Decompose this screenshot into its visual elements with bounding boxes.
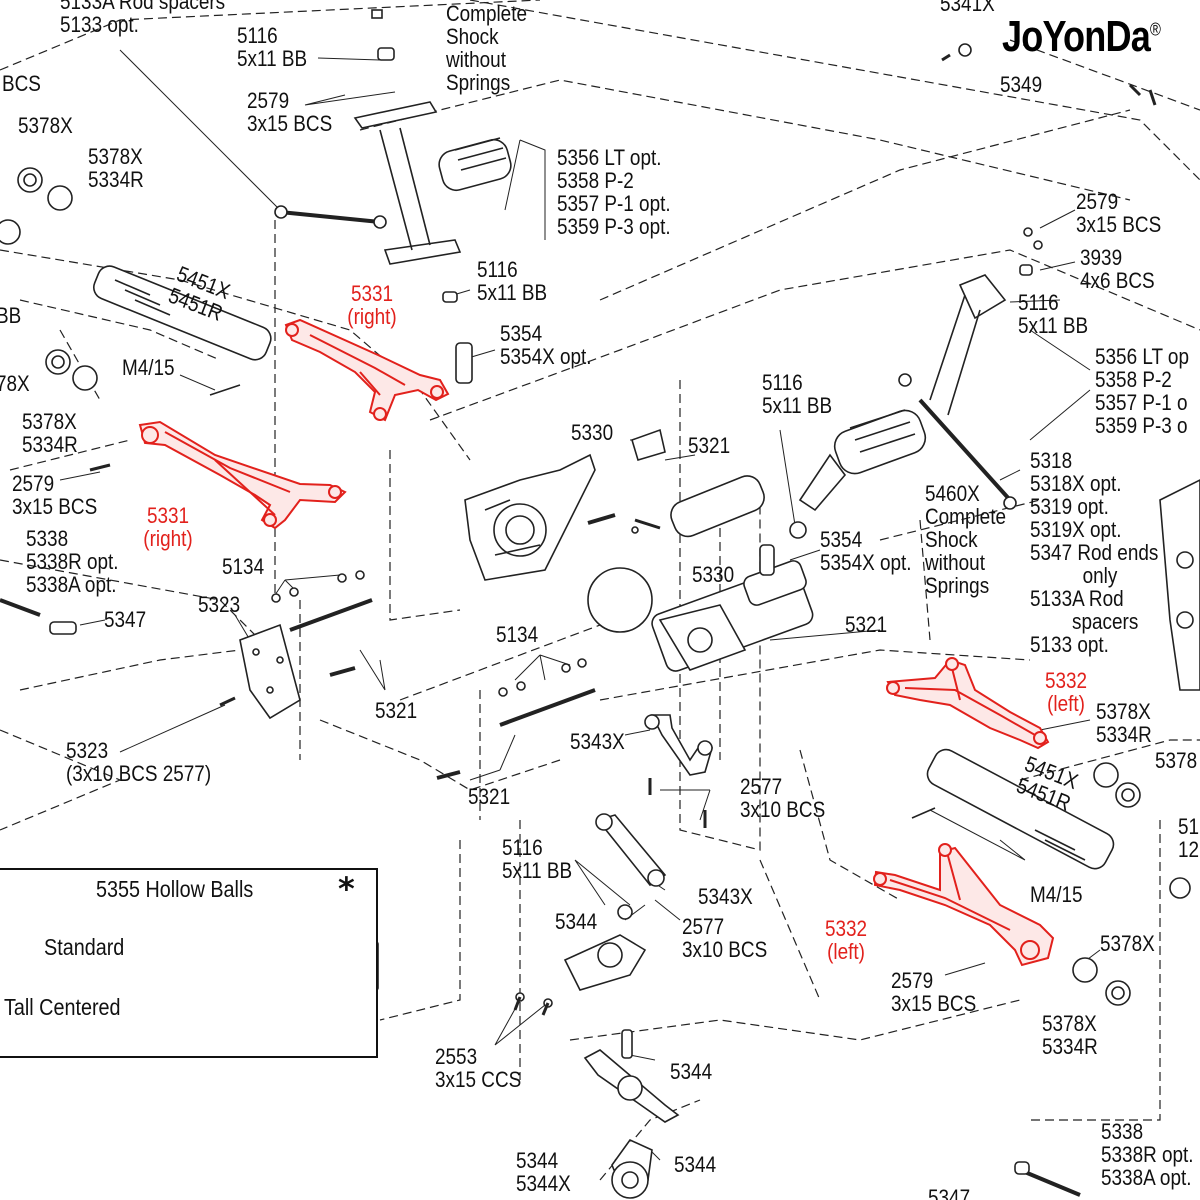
- label-5116-center: 5116 5x11 BB: [477, 257, 548, 305]
- label-m4-15-left: M4/15: [122, 355, 175, 380]
- label-5330-top: 5330: [571, 420, 614, 445]
- label-5378x-5334r-bottom: 5378X 5334R: [1042, 1011, 1098, 1059]
- legend-title: 5355 Hollow Balls: [96, 876, 254, 902]
- label-5133a-rod-spacers: 5133A Rod spacers 5133 opt.: [60, 0, 226, 37]
- label-51-12-edge: 51 12: [1178, 814, 1200, 862]
- label-m4-15-right: M4/15: [1030, 882, 1083, 907]
- legend-item-standard: Standard: [44, 934, 125, 960]
- legend-asterisk: *: [338, 870, 355, 908]
- label-5116-mid-right: 5116 5x11 BB: [762, 370, 833, 418]
- hollow-balls-legend: [0, 868, 378, 1058]
- label-2579-top: 2579 3x15 BCS: [247, 88, 333, 136]
- label-5331-right-lower: 5331 (right): [143, 503, 193, 551]
- label-5460x-complete-shock: 5460X Complete Shock without Springs: [925, 481, 1006, 598]
- label-2577-bottom: 2577 3x10 BCS: [682, 914, 768, 962]
- label-bb-edge: BB: [0, 303, 22, 328]
- label-5343x-center: 5343X: [570, 729, 625, 754]
- label-5116-bearing: 5116 5x11 BB: [237, 23, 308, 71]
- label-5331-right-upper: 5331 (right): [347, 281, 397, 329]
- highlighted-suspension-arms: [138, 318, 1055, 967]
- label-5323-screws: 5323 (3x10 BCS 2577): [66, 738, 212, 786]
- label-5338-right: 5338 5338R opt. 5338A opt.: [1101, 1119, 1194, 1190]
- label-5378-edge: 5378: [1155, 748, 1198, 773]
- label-5338-left: 5338 5338R opt. 5338A opt.: [26, 526, 119, 597]
- label-5378x-5334r-top-left: 5378X 5334R: [88, 144, 144, 192]
- label-5134-left: 5134: [222, 554, 265, 579]
- label-5378x-top-left: 5378X: [18, 113, 73, 138]
- label-5116-bottom: 5116 5x11 BB: [502, 835, 573, 883]
- label-5344-middle: 5344: [670, 1059, 713, 1084]
- label-5343x-bottom: 5343X: [698, 884, 753, 909]
- label-bcs-edge: BCS: [2, 71, 41, 96]
- label-5116-right: 5116 5x11 BB: [1018, 290, 1089, 338]
- label-2579-right: 2579 3x15 BCS: [1076, 189, 1162, 237]
- label-5354-center: 5354 5354X opt.: [820, 527, 912, 575]
- label-5134-center: 5134: [496, 622, 539, 647]
- label-5378x-5334r-right: 5378X 5334R: [1096, 699, 1152, 747]
- label-shock-options-top: 5356 LT opt. 5358 P-2 5357 P-1 opt. 5359…: [557, 145, 671, 239]
- label-78x-edge: 78X: [0, 371, 30, 396]
- registered-mark: ®: [1149, 19, 1161, 40]
- label-5349: 5349: [1000, 72, 1043, 97]
- label-5321-left: 5321: [375, 698, 418, 723]
- label-2577-center: 2577 3x10 BCS: [740, 774, 826, 822]
- label-5332-left-lower: 5332 (left): [824, 916, 868, 964]
- label-5321-top: 5321: [688, 433, 731, 458]
- label-5344-bottom: 5344: [674, 1152, 717, 1177]
- label-5330-center: 5330: [692, 562, 735, 587]
- label-5321-bottom: 5321: [468, 784, 511, 809]
- label-5321-right: 5321: [845, 612, 888, 637]
- label-5378x-5334r-left: 5378X 5334R: [22, 409, 78, 457]
- label-2579-left: 2579 3x15 BCS: [12, 471, 98, 519]
- label-5341x: 5341X: [940, 0, 995, 16]
- label-2579-bottom: 2579 3x15 BCS: [891, 968, 977, 1016]
- legend-item-tall-centered: Tall Centered: [4, 994, 121, 1020]
- label-5344-upper: 5344: [555, 909, 598, 934]
- label-5344-5344x: 5344 5344X: [516, 1148, 571, 1196]
- label-rod-end-options: 5318 5318X opt. 5319 opt. 5319X opt. 534…: [1030, 448, 1159, 657]
- label-5347-left: 5347: [104, 607, 147, 632]
- label-3939: 3939 4x6 BCS: [1080, 245, 1155, 293]
- label-5354-top: 5354 5354X opt.: [500, 321, 592, 369]
- label-5323: 5323: [198, 592, 241, 617]
- label-5378x-bottom-right: 5378X: [1100, 931, 1155, 956]
- label-2553: 2553 3x15 CCS: [435, 1044, 522, 1092]
- brand-watermark: JoYonDa®: [1002, 12, 1161, 62]
- brand-name: JoYonDa: [1002, 12, 1151, 61]
- label-complete-shock: Complete Shock without Springs: [446, 1, 527, 95]
- label-5347-bottom: 5347: [928, 1185, 971, 1200]
- label-shock-options-right: 5356 LT op 5358 P-2 5357 P-1 o 5359 P-3 …: [1095, 344, 1189, 438]
- label-5332-left-upper: 5332 (left): [1044, 668, 1088, 716]
